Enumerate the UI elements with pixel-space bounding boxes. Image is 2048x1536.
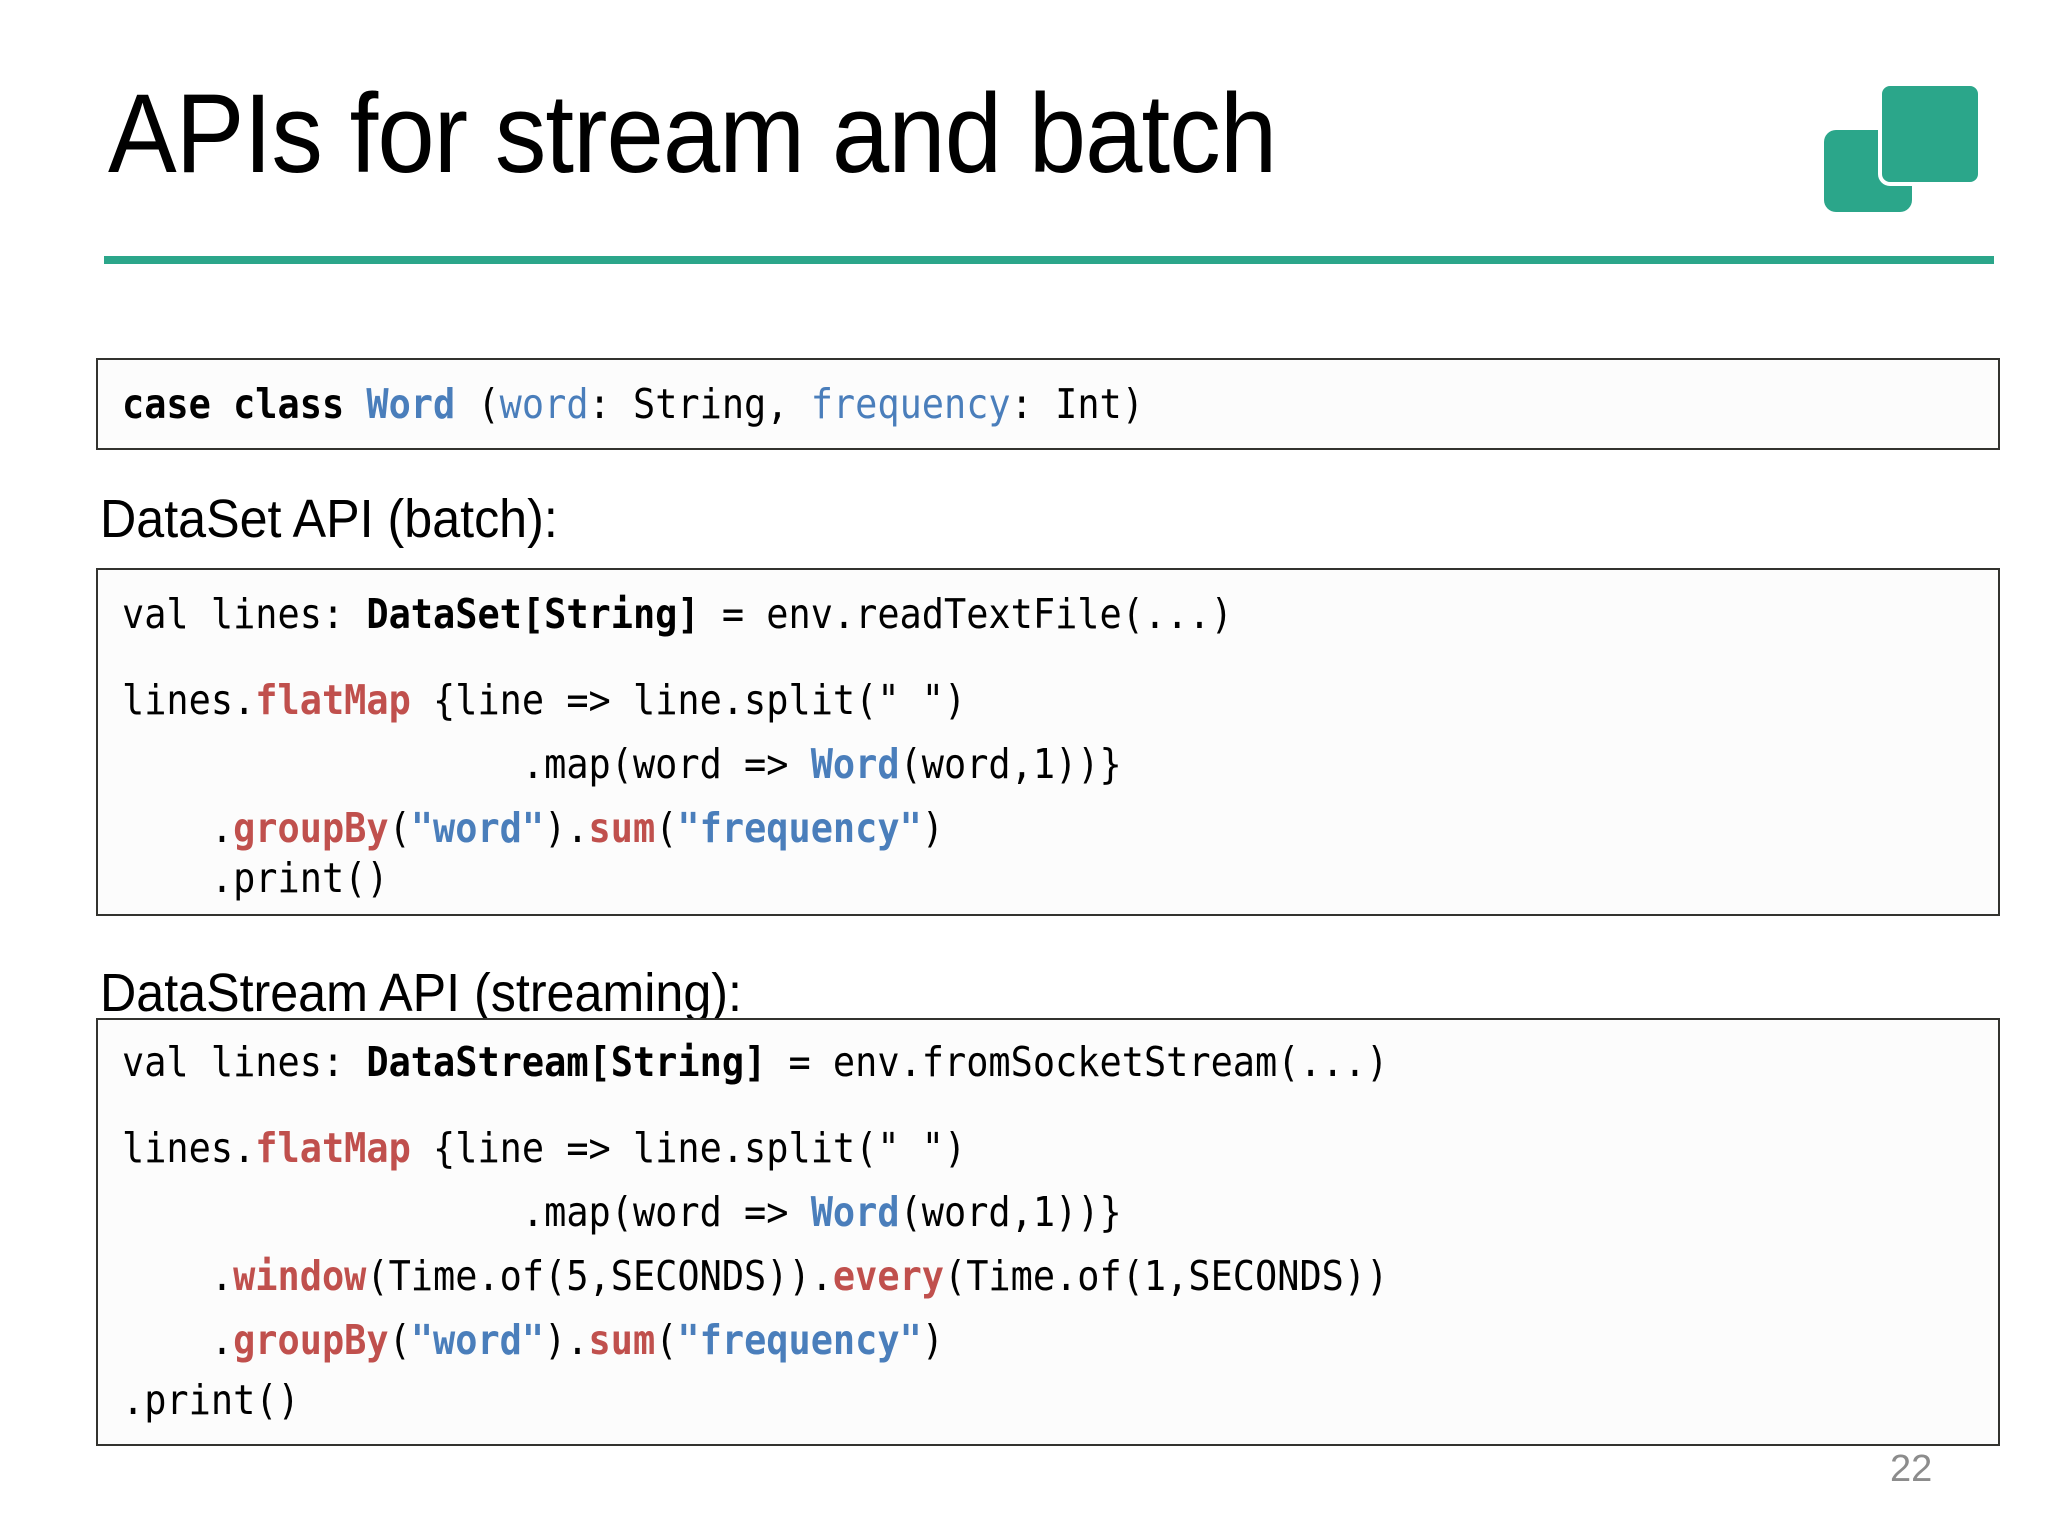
ds-l4-indent: . — [122, 804, 234, 852]
dst-l2-flatmap: flatMap — [255, 1124, 411, 1172]
dst-l4-indent: . — [122, 1252, 234, 1300]
code-token-int-type: : Int) — [1010, 380, 1144, 428]
code-token-case-class: case class — [122, 380, 367, 428]
case-class-code-box: case class Word (word: String, frequency… — [96, 358, 2000, 450]
dst-l5-indent: . — [122, 1316, 234, 1364]
ds-l2-body: {line => line.split(" ") — [410, 676, 967, 724]
ds-l4-frequency-literal: "frequency" — [677, 804, 922, 852]
ds-l3-tail: (word,1))} — [899, 740, 1122, 788]
page-number: 22 — [1890, 1448, 1933, 1490]
dstream-code-line-4: .window(Time.of(5,SECONDS)).every(Time.o… — [122, 1256, 1388, 1297]
dst-l5-paren3: ( — [655, 1316, 678, 1364]
ds-l4-sum: sum — [588, 804, 656, 852]
dst-l5-paren2: ). — [544, 1316, 589, 1364]
dataset-code-line-3: .map(word => Word(word,1))} — [122, 744, 1122, 785]
ds-l1-val: val lines: — [122, 590, 367, 638]
ds-l2-lines: lines. — [122, 676, 256, 724]
dst-l5-word-literal: "word" — [410, 1316, 545, 1364]
dst-l2-lines: lines. — [122, 1124, 256, 1172]
dstream-code-line-3: .map(word => Word(word,1))} — [122, 1192, 1122, 1233]
ds-l2-flatmap: flatMap — [255, 676, 411, 724]
code-token-word-param: word — [499, 380, 589, 428]
code-token-open-paren: ( — [477, 380, 500, 428]
dst-l3-word: Word — [810, 1188, 900, 1236]
ds-l4-paren3: ( — [655, 804, 678, 852]
datastream-code-box: val lines: DataStream[String] = env.from… — [96, 1018, 2000, 1446]
dst-l4-end: (Time.of(1,SECONDS)) — [943, 1252, 1389, 1300]
code-token-frequency-param: frequency — [810, 380, 1011, 428]
dst-l5-groupby: groupBy — [233, 1316, 389, 1364]
title-divider — [104, 256, 1994, 264]
dataset-code-line-2: lines.flatMap {line => line.split(" ") — [122, 680, 966, 721]
dst-l5-sum: sum — [588, 1316, 656, 1364]
code-token-string-type: : String, — [588, 380, 811, 428]
dst-l1-assign: = env.fromSocketStream(...) — [766, 1038, 1389, 1086]
dst-l3-tail: (word,1))} — [899, 1188, 1122, 1236]
dst-l1-val: val lines: — [122, 1038, 367, 1086]
dst-l2-body: {line => line.split(" ") — [410, 1124, 967, 1172]
case-class-code-line: case class Word (word: String, frequency… — [122, 384, 1144, 425]
dst-l4-mid: (Time.of(5,SECONDS)). — [366, 1252, 833, 1300]
ds-l3-map: .map(word => — [122, 740, 811, 788]
dst-l3-map: .map(word => — [122, 1188, 811, 1236]
dst-l5-paren4: ) — [921, 1316, 945, 1364]
dst-l5-frequency-literal: "frequency" — [677, 1316, 922, 1364]
dstream-code-line-6: .print() — [122, 1376, 300, 1424]
dataset-code-line-5: .print() — [122, 854, 389, 902]
logo-square-front — [1878, 82, 1982, 186]
datastream-api-label: DataStream API (streaming): — [100, 963, 742, 1023]
page-title: APIs for stream and batch — [108, 71, 1277, 196]
dataset-code-box: val lines: DataSet[String] = env.readTex… — [96, 568, 2000, 916]
ds-l1-assign: = env.readTextFile(...) — [699, 590, 1233, 638]
dstream-code-line-1: val lines: DataStream[String] = env.from… — [122, 1042, 1388, 1083]
ds-l1-type: DataSet[String] — [366, 590, 700, 638]
ds-l4-paren1: ( — [388, 804, 411, 852]
ds-l3-word: Word — [810, 740, 900, 788]
dataset-api-label: DataSet API (batch): — [100, 489, 558, 549]
dst-l4-every: every — [832, 1252, 944, 1300]
code-token-word-type: Word — [366, 380, 478, 428]
ds-l4-paren2: ). — [544, 804, 589, 852]
dst-l4-window: window — [233, 1252, 367, 1300]
dst-l1-type: DataStream[String] — [366, 1038, 767, 1086]
dataset-code-line-1: val lines: DataSet[String] = env.readTex… — [122, 594, 1233, 635]
ds-l4-paren4: ) — [921, 804, 945, 852]
ds-l4-word-literal: "word" — [410, 804, 545, 852]
dst-l5-paren1: ( — [388, 1316, 411, 1364]
dataset-code-line-4: .groupBy("word").sum("frequency") — [122, 808, 944, 849]
brand-logo-icon — [1824, 82, 1994, 212]
dstream-code-line-5: .groupBy("word").sum("frequency") — [122, 1320, 944, 1361]
dstream-code-line-2: lines.flatMap {line => line.split(" ") — [122, 1128, 966, 1169]
ds-l4-groupby: groupBy — [233, 804, 389, 852]
